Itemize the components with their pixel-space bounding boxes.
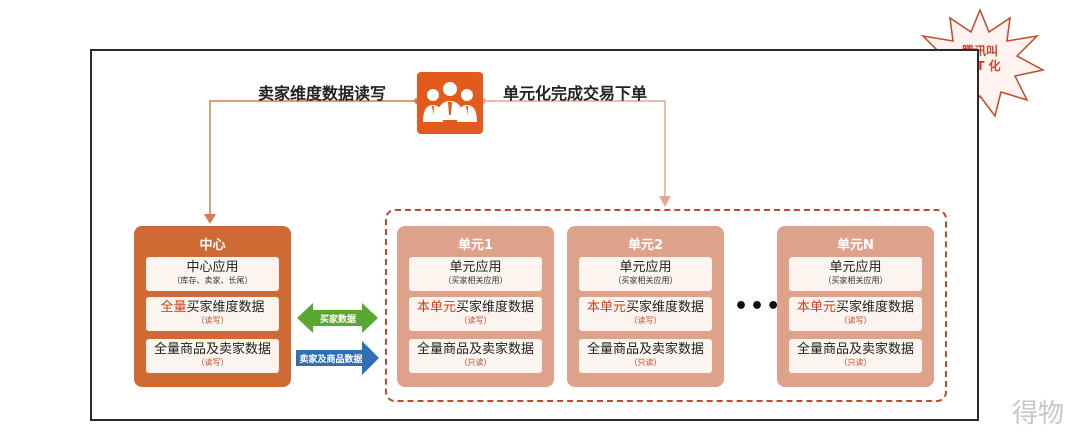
center-box: 中心 中心应用 （库存、卖家、长尾） 全量买家维度数据 （读写） 全量商品及卖家… [134,226,291,387]
top-right-label: 单元化完成交易下单 [503,84,648,103]
center-card-buyer-sub: （读写） [196,316,229,325]
unit-card-goods-label: 全量商品及卖家数据 [416,342,534,357]
center-card-goods-data: 全量商品及卖家数据 （读写） [146,339,279,373]
center-card-app-label: 中心应用 [186,260,239,275]
unit-card-buyer-sub: （读写） [459,316,492,325]
unit-card-app-label: 单元应用 [449,260,502,275]
unit-card-app-label: 单元应用 [829,260,882,275]
unit-card-buyer-highlight: 本单元 [586,300,626,315]
unit-card-app-sub: （买家相关应用） [823,276,888,285]
units-dashed-group [385,209,947,402]
connector-to-center [209,100,417,216]
unit-card-app-label: 单元应用 [619,260,672,275]
unit-card-buyer-data: 本单元买家维度数据 （读写） [789,297,922,331]
unit-box-2: 单元2 单元应用 （买家相关应用） 本单元买家维度数据 （读写） 全量商品及卖家… [567,226,724,387]
unit-card-goods-sub: （只读） [459,358,492,367]
center-card-app: 中心应用 （库存、卖家、长尾） [146,257,279,291]
unit-card-goods-sub: （只读） [629,358,662,367]
center-card-buyer-label: 买家维度数据 [186,300,265,315]
unit-card-buyer-label: 买家维度数据 [836,300,915,315]
unit-title: 单元N [837,238,874,253]
unit-card-goods-sub: （只读） [839,358,872,367]
unit-card-app: 单元应用 （买家相关应用） [409,257,542,291]
unit-card-buyer-label: 买家维度数据 [456,300,535,315]
unit-card-app-sub: （买家相关应用） [443,276,508,285]
unit-title: 单元2 [627,238,664,253]
unit-card-buyer-highlight: 本单元 [416,300,456,315]
top-left-label: 卖家维度数据读写 [258,84,387,103]
unit-box-1: 单元1 单元应用 （买家相关应用） 本单元买家维度数据 （读写） 全量商品及卖家… [397,226,554,387]
unit-card-buyer-data: 本单元买家维度数据 （读写） [579,297,712,331]
buyer-data-bidirectional-arrow [297,303,378,333]
connector-to-center-arrowhead [204,214,216,224]
watermark-logo: 得物 [1012,399,1065,429]
center-title: 中心 [199,238,226,253]
unit-card-goods-data: 全量商品及卖家数据 （只读） [579,339,712,373]
unit-card-app: 单元应用 （买家相关应用） [579,257,712,291]
unit-card-goods-label: 全量商品及卖家数据 [796,342,914,357]
unit-box-n: 单元N 单元应用 （买家相关应用） 本单元买家维度数据 （读写） 全量商品及卖家… [777,226,934,387]
unit-card-buyer-label: 买家维度数据 [626,300,705,315]
center-card-goods-sub: （读写） [196,358,229,367]
seller-goods-arrow-label: 卖家及商品数据 [299,355,363,365]
unit-card-goods-data: 全量商品及卖家数据 （只读） [409,339,542,373]
center-card-goods-label: 全量商品及卖家数据 [153,342,271,357]
unit-card-app: 单元应用 （买家相关应用） [789,257,922,291]
unit-card-buyer-sub: （读写） [839,316,872,325]
unit-card-buyer-data: 本单元买家维度数据 （读写） [409,297,542,331]
connector-to-units [483,100,666,198]
units-ellipsis: ••• [734,294,783,319]
center-card-app-sub: （库存、卖家、长尾） [172,276,253,285]
buyer-data-arrow-label: 买家数据 [319,315,356,325]
unit-card-app-sub: （买家相关应用） [613,276,678,285]
unit-card-buyer-highlight: 本单元 [796,300,836,315]
unit-title: 单元1 [457,238,494,253]
team-people-icon [417,72,483,134]
unit-card-goods-label: 全量商品及卖家数据 [586,342,704,357]
connector-to-units-arrowhead [659,196,671,207]
seller-goods-data-arrow [296,341,379,375]
unit-card-goods-data: 全量商品及卖家数据 （只读） [789,339,922,373]
center-card-buyer-data: 全量买家维度数据 （读写） [146,297,279,331]
center-card-buyer-highlight: 全量 [160,300,187,315]
unit-card-buyer-sub: （读写） [629,316,662,325]
